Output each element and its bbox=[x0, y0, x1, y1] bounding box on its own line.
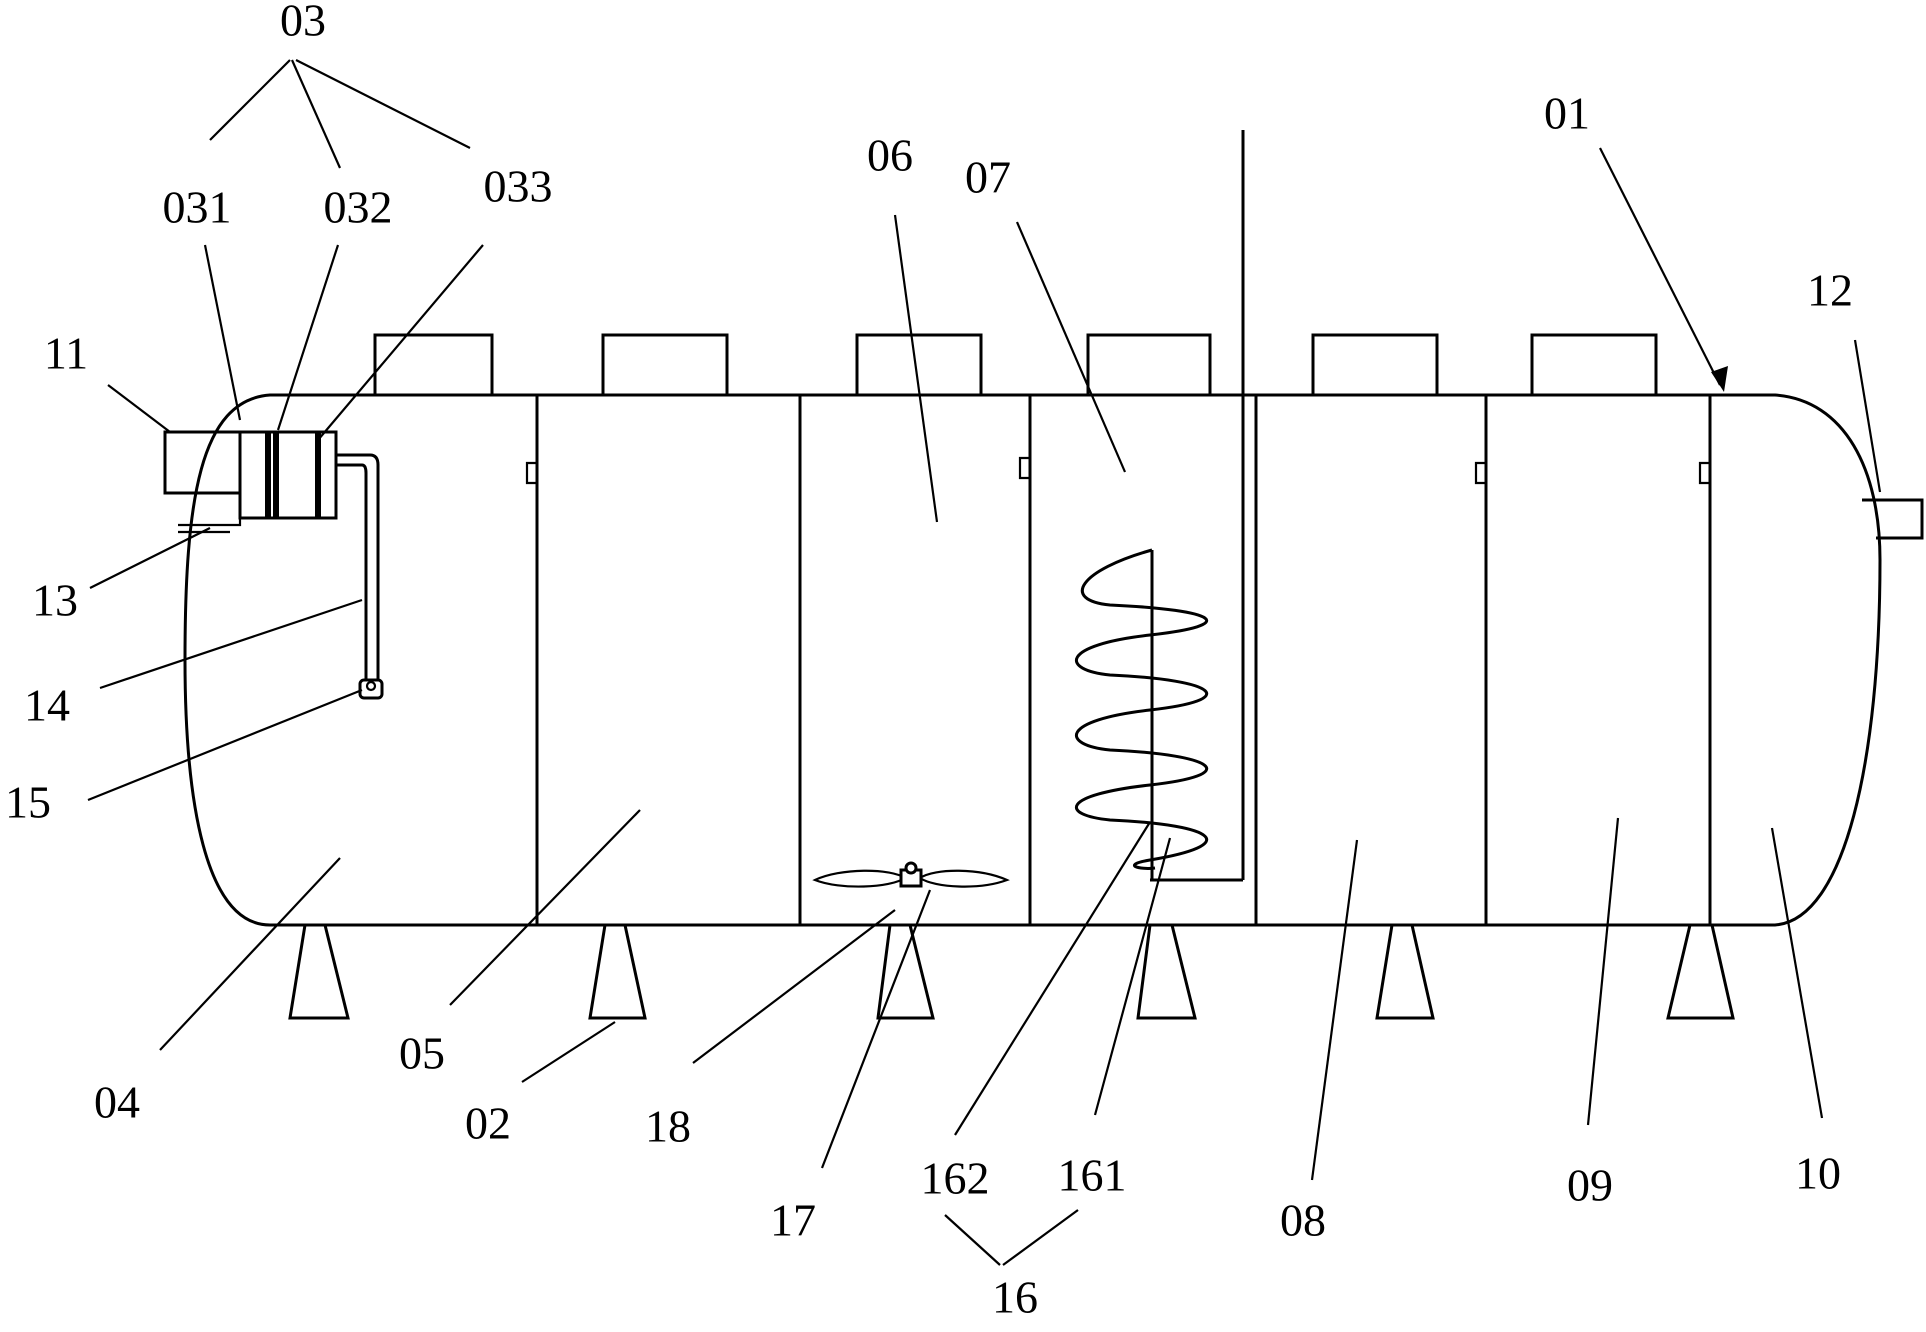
leader-03-033 bbox=[295, 59, 471, 149]
leader-16-161 bbox=[1002, 1209, 1079, 1266]
leader-06 bbox=[893, 214, 939, 523]
label-162: 162 bbox=[921, 1153, 990, 1204]
labels: 03 031 032 033 11 13 14 15 04 05 02 18 1… bbox=[5, 0, 1853, 1323]
label-10: 10 bbox=[1795, 1148, 1841, 1199]
leader-lines bbox=[87, 59, 1882, 1266]
label-033: 033 bbox=[484, 161, 553, 212]
filter-housing bbox=[238, 430, 338, 520]
label-18: 18 bbox=[645, 1101, 691, 1152]
leader-03-031 bbox=[209, 59, 291, 141]
leader-12 bbox=[1853, 339, 1882, 493]
partition-baffle bbox=[1474, 461, 1486, 485]
label-12: 12 bbox=[1807, 265, 1853, 316]
label-031: 031 bbox=[163, 182, 232, 233]
support-leg bbox=[1375, 923, 1435, 1020]
label-05: 05 bbox=[399, 1028, 445, 1079]
spiral-packing bbox=[1075, 548, 1209, 870]
partitions bbox=[525, 395, 1712, 925]
label-02: 02 bbox=[465, 1098, 511, 1149]
manholes bbox=[373, 333, 1658, 397]
leader-17 bbox=[820, 889, 932, 1169]
leader-162 bbox=[954, 821, 1151, 1136]
leader-14 bbox=[99, 598, 363, 690]
leader-13 bbox=[89, 527, 211, 589]
leader-03-032 bbox=[290, 59, 342, 169]
inlet-pipe bbox=[163, 430, 240, 495]
leader-16-162 bbox=[944, 1214, 1001, 1266]
label-13: 13 bbox=[32, 575, 78, 626]
aerator-blade-right bbox=[918, 869, 1010, 888]
leader-033 bbox=[317, 244, 484, 441]
nozzle-hole bbox=[365, 680, 377, 692]
leader-07 bbox=[1015, 221, 1127, 473]
inlet-drain bbox=[178, 518, 242, 534]
leader-01 bbox=[1599, 147, 1721, 386]
leader-031 bbox=[203, 244, 242, 421]
label-14: 14 bbox=[24, 680, 70, 731]
label-08: 08 bbox=[1280, 1195, 1326, 1246]
support-leg bbox=[1666, 923, 1735, 1020]
leader-10 bbox=[1770, 827, 1824, 1119]
downpipe bbox=[336, 453, 380, 680]
leader-11 bbox=[107, 384, 171, 433]
partition-baffle bbox=[1698, 461, 1710, 485]
label-032: 032 bbox=[324, 182, 393, 233]
manhole-5 bbox=[1311, 333, 1439, 397]
label-15: 15 bbox=[5, 777, 51, 828]
label-09: 09 bbox=[1567, 1160, 1613, 1211]
leader-18 bbox=[692, 909, 896, 1064]
label-07: 07 bbox=[965, 152, 1011, 203]
manhole-6 bbox=[1530, 333, 1658, 397]
leader-04 bbox=[159, 857, 341, 1051]
label-01: 01 bbox=[1544, 88, 1590, 139]
label-04: 04 bbox=[94, 1077, 140, 1128]
outlet-pipe bbox=[1862, 498, 1924, 540]
aerator bbox=[812, 861, 1010, 888]
filter-unit bbox=[238, 430, 338, 520]
leader-02 bbox=[521, 1021, 616, 1083]
label-17: 17 bbox=[770, 1195, 816, 1246]
leader-032 bbox=[276, 244, 340, 431]
tank-body bbox=[183, 393, 1882, 927]
manhole-2 bbox=[601, 333, 729, 397]
label-03: 03 bbox=[280, 0, 326, 46]
support-leg bbox=[588, 923, 647, 1020]
support-legs bbox=[288, 923, 1735, 1020]
manhole-4 bbox=[1086, 333, 1212, 397]
aerator-cap bbox=[904, 861, 918, 875]
support-leg bbox=[876, 923, 935, 1020]
partition-baffle bbox=[1018, 456, 1030, 480]
leader-08 bbox=[1310, 839, 1359, 1181]
leader-05 bbox=[449, 809, 641, 1006]
label-161: 161 bbox=[1058, 1150, 1127, 1201]
leader-09 bbox=[1586, 817, 1620, 1126]
aerator-blade-left bbox=[812, 869, 907, 888]
arrowhead-01 bbox=[1711, 366, 1728, 392]
manhole-1 bbox=[373, 333, 494, 397]
support-leg bbox=[1136, 923, 1197, 1020]
label-16: 16 bbox=[992, 1272, 1038, 1323]
leader-161 bbox=[1093, 837, 1172, 1116]
label-11: 11 bbox=[44, 328, 88, 379]
support-leg bbox=[288, 923, 350, 1020]
leader-15 bbox=[87, 688, 363, 802]
label-06: 06 bbox=[867, 130, 913, 181]
partition-baffle bbox=[525, 461, 537, 485]
